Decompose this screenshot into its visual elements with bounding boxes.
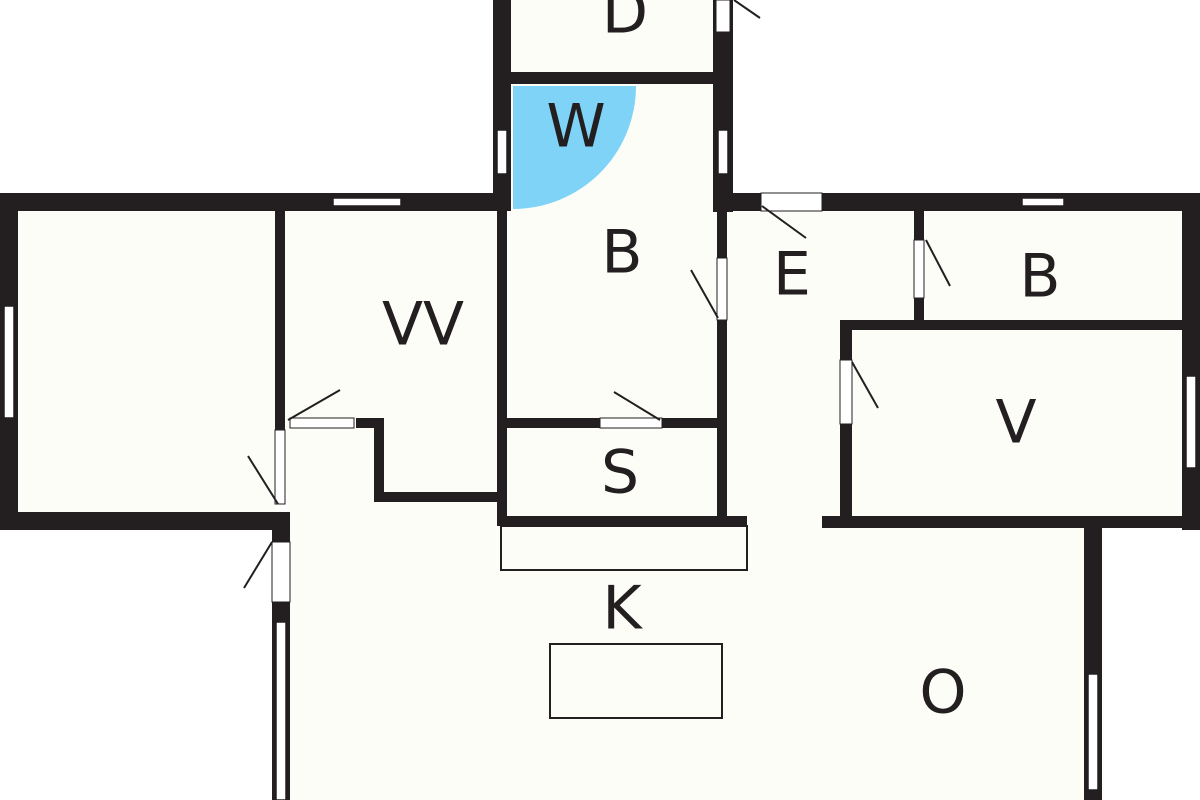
- wall-d-left: [493, 0, 511, 211]
- wall-top-left: [0, 193, 507, 211]
- window-main-right: [1087, 673, 1099, 791]
- floor-e: [726, 208, 916, 322]
- windows: [3, 129, 1197, 800]
- floor-d: [510, 0, 715, 72]
- wall-d-bottom: [507, 72, 717, 84]
- window-vv-top: [332, 197, 402, 207]
- door-gap-large-left: [274, 429, 286, 505]
- wall-bottom-left: [0, 512, 290, 530]
- floor-kitchen: [384, 494, 1104, 800]
- room-label-b1: B: [601, 218, 642, 288]
- door-openings: [271, 0, 925, 603]
- door-swings: [243, 0, 951, 589]
- door-swing-s: [613, 391, 661, 421]
- room-label-vv: VV: [382, 290, 464, 360]
- door-swing-main-left: [243, 541, 273, 589]
- door-swing-large-left: [247, 455, 279, 505]
- wall-e-top-stub: [727, 193, 761, 211]
- door-gap-e: [760, 192, 823, 212]
- window-b2-top: [1021, 197, 1065, 207]
- room-labels: D W B E B VV V S K O: [382, 0, 1061, 728]
- door-gap-b2: [913, 239, 925, 299]
- door-swing-vv: [287, 389, 341, 421]
- room-label-b2: B: [1019, 242, 1060, 312]
- door-gap-s: [599, 417, 663, 429]
- window-w-left: [496, 129, 508, 175]
- wardrobe-quarter-circle: [513, 86, 636, 209]
- window-v-right: [1185, 375, 1197, 469]
- door-gap-b-right: [716, 257, 728, 321]
- window-left-outer: [3, 305, 15, 419]
- room-label-o: O: [919, 658, 966, 728]
- room-label-d: D: [602, 0, 648, 48]
- door-gap-d: [715, 0, 731, 33]
- wall-top-right: [822, 193, 1200, 211]
- room-label-e: E: [773, 240, 811, 310]
- wall-large-vv-divider: [275, 208, 285, 430]
- room-label-w: W: [546, 92, 605, 162]
- door-swing-v: [851, 361, 879, 409]
- wall-s-bottom: [497, 516, 747, 526]
- door-swing-b2: [925, 239, 951, 287]
- door-swing-d: [733, 0, 761, 19]
- kitchen-counter: [500, 525, 748, 571]
- wall-vv-notch-vertical: [374, 418, 384, 502]
- floor-b2: [926, 210, 1182, 320]
- wall-vv-right: [497, 208, 507, 526]
- door-gap-vv: [289, 417, 355, 429]
- floor-large-left: [18, 210, 276, 514]
- room-label-v: V: [995, 388, 1036, 458]
- wall-vv-notch-bottom: [374, 492, 500, 502]
- floor-areas: [18, 0, 1182, 800]
- door-swing-e: [761, 205, 807, 239]
- kitchen-island: [549, 643, 723, 719]
- window-main-left: [275, 621, 287, 800]
- wall-b-right-lower: [717, 210, 727, 526]
- wall-right-outer: [1182, 193, 1200, 530]
- wall-vv-lower-stub: [356, 418, 384, 428]
- wall-b2-bottom: [840, 320, 1186, 330]
- kitchen-fixtures: [500, 525, 748, 719]
- room-label-k: K: [602, 574, 643, 644]
- wall-main-left-upper: [272, 512, 290, 542]
- room-label-s: S: [601, 438, 639, 508]
- door-swing-b: [690, 269, 719, 319]
- window-w-right: [717, 129, 729, 175]
- door-gap-v: [839, 359, 853, 425]
- door-gap-main-left: [271, 541, 291, 603]
- wall-v-bottom: [822, 516, 1200, 528]
